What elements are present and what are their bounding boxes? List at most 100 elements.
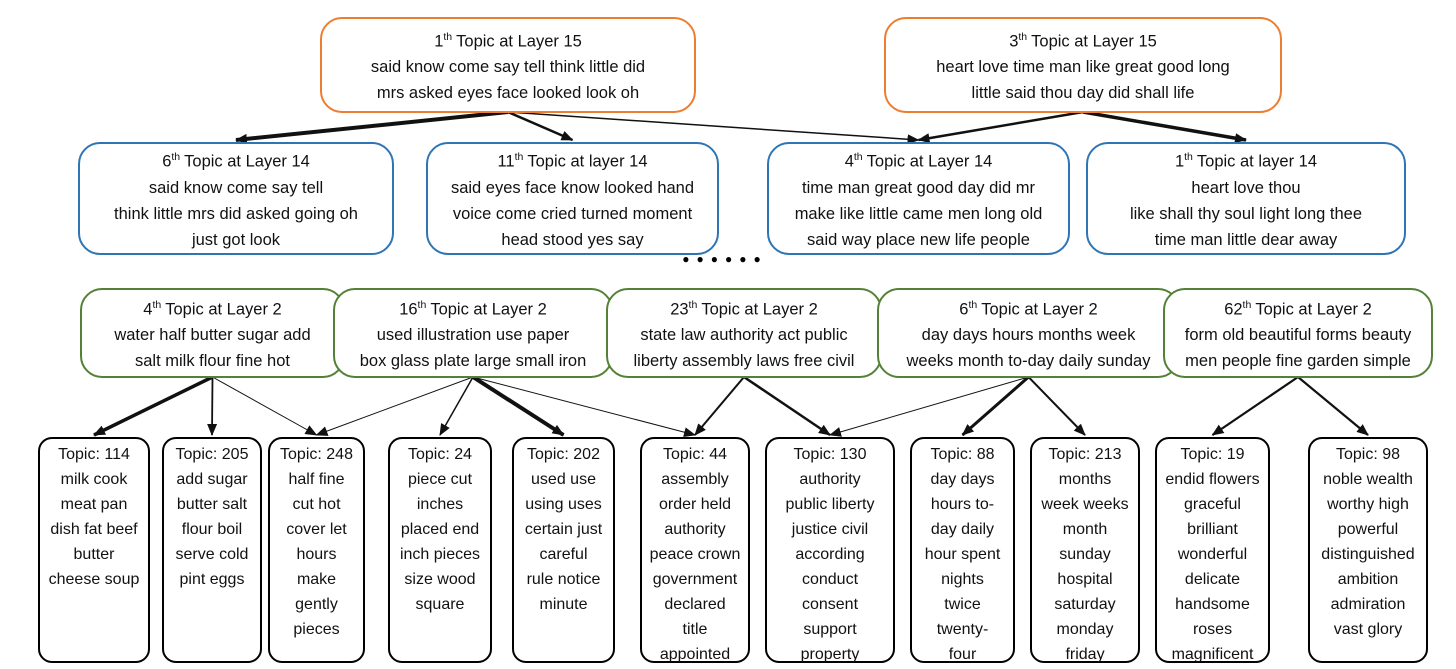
leaf-topic-88-node: Topic: 88 day days hours to- day daily h…: [910, 437, 1015, 663]
leaf-topic-44-node: Topic: 44 assembly order held authority …: [640, 437, 750, 663]
edge-arrow: [207, 376, 218, 436]
edge-arrow: [694, 376, 745, 436]
node-words: heart love time man like great good long…: [936, 58, 1230, 103]
node-title-text: Topic at Layer 14: [184, 152, 310, 171]
ordinal-suffix: th: [688, 298, 698, 311]
node-words: piece cut inches placed end inch pieces …: [399, 471, 481, 613]
leaf-topic-114-node: Topic: 114 milk cook meat pan dish fat b…: [38, 437, 150, 663]
node-title: Topic: 248: [280, 446, 353, 463]
edge-arrow: [472, 376, 696, 438]
leaf-topic-248-node: Topic: 248 half fine cut hot cover let h…: [268, 437, 365, 663]
node-words: said know come say tell think little did…: [370, 58, 646, 103]
node-words: day days hours to- day daily hour spent …: [924, 471, 1001, 663]
node-title-text: Topic at Layer 2: [981, 300, 1098, 319]
node-title-text: Topic at Layer 2: [165, 300, 282, 319]
edge-arrow: [235, 110, 509, 144]
node-title: Topic: 205: [175, 446, 249, 463]
node-words: authority public liberty justice civil a…: [785, 471, 875, 663]
node-title: Topic: 44: [662, 446, 728, 463]
node-words: add sugar butter salt flour boil serve c…: [175, 471, 249, 588]
node-words: used use using uses certain just careful…: [524, 471, 603, 613]
leaf-topic-19-node: Topic: 19 endid flowers graceful brillia…: [1155, 437, 1270, 663]
ordinal-suffix: th: [1242, 298, 1252, 311]
node-title-text: Topic at Layer 15: [1031, 32, 1157, 51]
node-title: Topic: 88: [930, 446, 995, 463]
node-title-text: Topic at layer 14: [527, 152, 648, 171]
ordinal-suffix: th: [1184, 151, 1193, 164]
node-words: assembly order held authority peace crow…: [649, 471, 741, 663]
node-title-text: Topic at Layer 14: [866, 152, 993, 171]
edge-arrow: [315, 376, 474, 436]
ordinal-suffix: th: [152, 298, 162, 311]
ordinal-suffix: th: [443, 30, 453, 43]
node-words: day days hours months week weeks month t…: [906, 326, 1151, 371]
node-title: Topic: 202: [527, 446, 600, 463]
node-words: heart love thou like shall thy soul ligh…: [1129, 178, 1363, 249]
node-words: said eyes face know looked hand voice co…: [450, 178, 695, 249]
edge-arrow: [1027, 376, 1086, 436]
node-title: Topic: 114: [58, 446, 130, 463]
edge-arrow: [1082, 110, 1247, 144]
node-title: Topic: 98: [1335, 446, 1401, 463]
node-title-text: Topic at Layer 2: [701, 300, 818, 319]
edge-arrow: [917, 110, 1084, 144]
node-title: Topic: 19: [1180, 446, 1245, 463]
ordinal-suffix: th: [514, 151, 524, 164]
ordinal-suffix: th: [1018, 30, 1028, 43]
node-words: milk cook meat pan dish fat beef butter …: [48, 471, 140, 588]
ordinal-suffix: th: [968, 298, 978, 311]
leaf-topic-205-node: Topic: 205 add sugar butter salt flour b…: [162, 437, 262, 663]
leaf-topic-213-node: Topic: 213 months week weeks month sunda…: [1030, 437, 1140, 663]
edge-arrow: [471, 375, 565, 437]
node-title: Topic: 213: [1048, 446, 1122, 463]
ordinal-suffix: th: [417, 298, 427, 311]
edge-arrow: [93, 375, 214, 437]
node-words: state law authority act public liberty a…: [633, 326, 855, 371]
edge-arrow: [212, 376, 318, 436]
edge-arrow: [961, 375, 1030, 437]
node-words: endid flowers graceful brilliant wonderf…: [1165, 471, 1260, 663]
edge-arrow: [829, 376, 1029, 437]
node-words: half fine cut hot cover let hours make g…: [286, 471, 347, 638]
node-title-text: Topic at Layer 2: [430, 300, 547, 319]
ordinal-suffix: th: [171, 151, 181, 164]
leaf-topic-130-node: Topic: 130 authority public liberty just…: [765, 437, 895, 663]
edge-arrow: [743, 375, 831, 437]
node-words: time man great good day did mr make like…: [794, 178, 1043, 249]
node-title-text: Topic at layer 14: [1196, 152, 1318, 171]
node-title-text: Topic at Layer 15: [456, 32, 582, 51]
edge-arrow: [439, 376, 474, 436]
edge-arrow: [507, 110, 574, 142]
edge-arrow: [1211, 376, 1299, 436]
node-words: form old beautiful forms beauty men peop…: [1184, 326, 1412, 371]
node-words: months week weeks month sunday hospital …: [1041, 471, 1129, 663]
node-words: said know come say tell think little mrs…: [114, 178, 358, 249]
leaf-topic-24-node: Topic: 24 piece cut inches placed end in…: [388, 437, 492, 663]
node-words: used illustration use paper box glass pl…: [359, 326, 587, 371]
edge-arrow: [1297, 376, 1369, 436]
leaf-topic-202-node: Topic: 202 used use using uses certain j…: [512, 437, 615, 663]
node-title-text: Topic at Layer 2: [1255, 300, 1372, 319]
node-words: noble wealth worthy high powerful distin…: [1321, 471, 1415, 638]
